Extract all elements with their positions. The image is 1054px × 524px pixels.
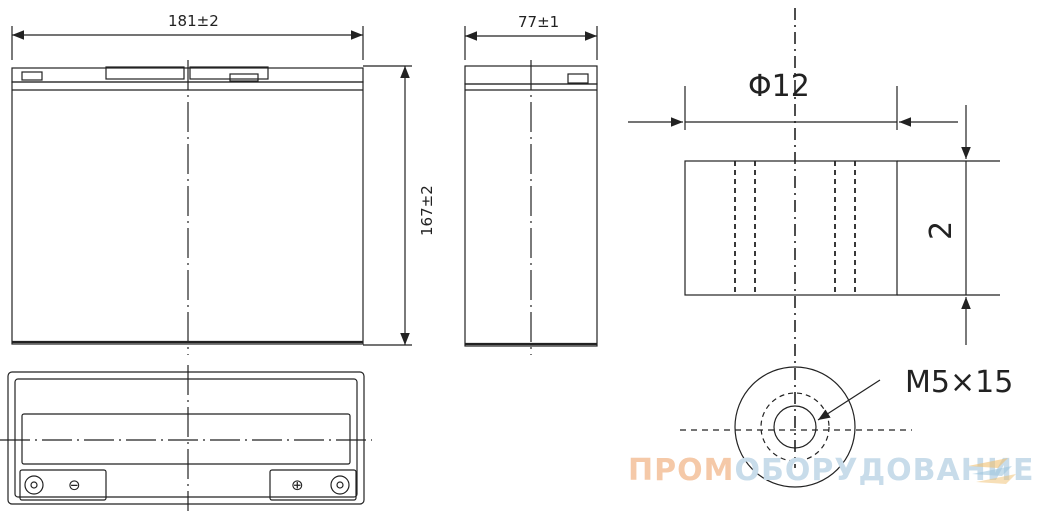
terminal-height-label: 2 [924, 221, 959, 240]
height-dimension-label: 167±2 [418, 185, 436, 236]
top-view [0, 365, 372, 511]
terminal-diameter-label: Φ12 [748, 69, 810, 104]
svg-text:ПРОМОБОРУДОВАНИЕ: ПРОМОБОРУДОВАНИЕ [628, 453, 1034, 488]
watermark-logo-icon [968, 458, 1016, 484]
positive-polarity-mark: ⊕ [291, 476, 304, 494]
thread-label: M5×15 [905, 365, 1013, 400]
negative-polarity-mark: ⊖ [68, 476, 81, 494]
width-dimension-label: 181±2 [168, 12, 219, 30]
watermark-part1: ПРОМ [628, 453, 734, 488]
depth-dimension-label: 77±1 [518, 13, 559, 31]
front-view [11, 26, 412, 355]
watermark: ПРОМОБОРУДОВАНИЕ [628, 453, 1034, 488]
terminal-detail [628, 8, 1000, 488]
side-view [464, 26, 598, 355]
